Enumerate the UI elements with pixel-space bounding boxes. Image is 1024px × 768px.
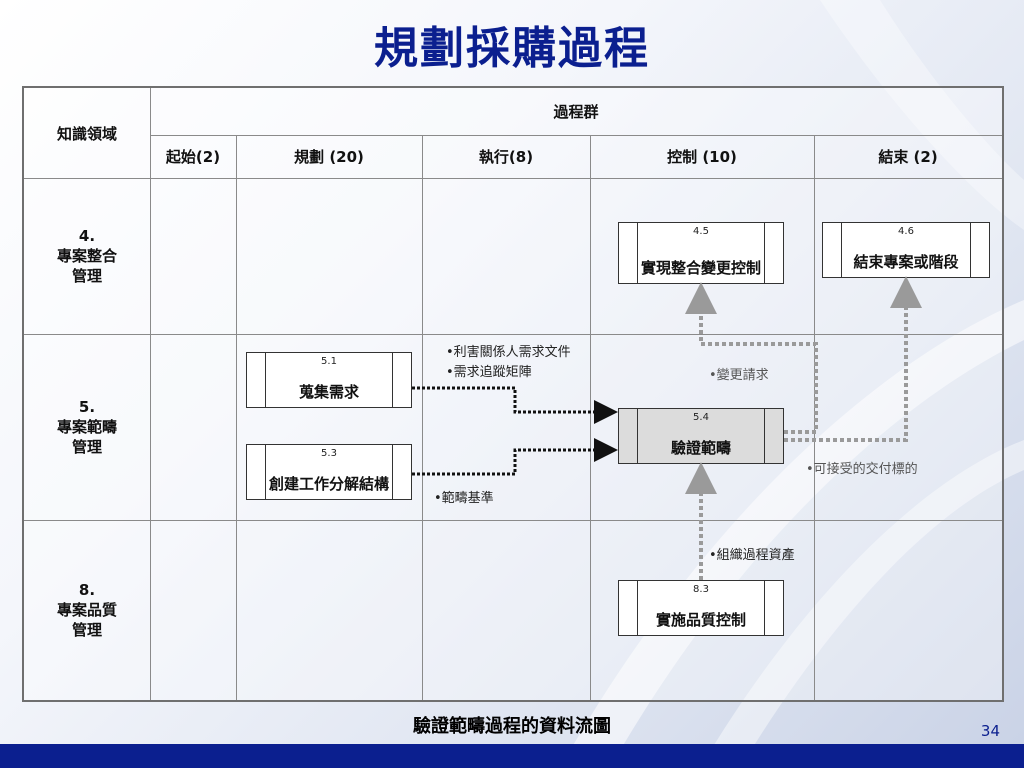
process-5-3[interactable]: 5.3 創建工作分解結構: [246, 444, 412, 500]
row-divider-1: [24, 334, 1002, 335]
page-title: 規劃採購過程: [374, 23, 650, 74]
process-number: 4.5: [693, 226, 709, 237]
footer-bar: [0, 744, 1024, 768]
process-name: 創建工作分解結構: [268, 475, 389, 493]
col-divider-1: [236, 135, 237, 700]
row-label-scope: 5. 專案範疇 管理: [24, 334, 150, 520]
col-divider-0: [150, 88, 151, 700]
col-header-planning: 規劃 (20): [294, 148, 364, 166]
process-name: 蒐集需求: [298, 383, 359, 401]
row-title-suffix: 管理: [71, 621, 102, 640]
row-divider-2: [24, 520, 1002, 521]
flow-label-org-assets: •組織過程資產: [709, 548, 795, 563]
flow-label-stakeholder-docs: •利害關係人需求文件: [446, 345, 571, 360]
row-title-suffix: 管理: [71, 267, 102, 286]
header-divider: [150, 135, 1002, 136]
col-divider-4: [814, 135, 815, 700]
col-divider-2: [422, 135, 423, 700]
header-bottom-line: [24, 178, 1002, 179]
row-title: 專案品質: [56, 600, 117, 619]
row-number: 8.: [78, 580, 96, 599]
process-5-4[interactable]: 5.4 驗證範疇: [618, 408, 784, 464]
process-name: 實施品質控制: [655, 611, 746, 629]
corner-header: 知識領域: [56, 124, 117, 143]
process-number: 5.1: [321, 356, 337, 367]
flow-label-trace-matrix: •需求追蹤矩陣: [446, 365, 532, 380]
process-table: 知識領域 過程群 起始(2) 規劃 (20) 執行(8) 控制 (10) 結束 …: [22, 86, 1004, 702]
flow-label-scope-baseline: •範疇基準: [434, 491, 494, 506]
row-label-quality: 8. 專案品質 管理: [24, 520, 150, 700]
process-4-6[interactable]: 4.6 結束專案或階段: [822, 222, 990, 278]
flow-label-change-requests: •變更請求: [709, 368, 769, 383]
process-4-5[interactable]: 4.5 實現整合變更控制: [618, 222, 784, 284]
col-header-closing: 結束 (2): [878, 148, 938, 166]
row-title-suffix: 管理: [71, 438, 102, 457]
row-number: 5.: [78, 397, 96, 416]
col-header-executing: 執行(8): [478, 148, 534, 166]
page-number: 34: [980, 722, 1000, 740]
col-header-initiating: 起始(2): [165, 148, 221, 166]
process-5-1[interactable]: 5.1 蒐集需求: [246, 352, 412, 408]
row-label-integration: 4. 專案整合 管理: [24, 178, 150, 334]
row-number: 4.: [78, 226, 96, 245]
flow-label-accepted-deliverables: •可接受的交付標的: [806, 462, 918, 477]
process-name: 驗證範疇: [670, 439, 731, 457]
process-number: 5.3: [321, 448, 337, 459]
group-header: 過程群: [553, 103, 599, 121]
process-number: 5.4: [693, 412, 709, 423]
process-number: 4.6: [898, 226, 914, 237]
process-name: 結束專案或階段: [853, 253, 959, 271]
process-name: 實現整合變更控制: [640, 259, 761, 277]
col-header-controlling: 控制 (10): [667, 148, 737, 166]
row-title: 專案範疇: [56, 417, 117, 436]
row-title: 專案整合: [56, 246, 117, 265]
process-8-3[interactable]: 8.3 實施品質控制: [618, 580, 784, 636]
figure-caption: 驗證範疇過程的資料流圖: [413, 716, 611, 737]
process-number: 8.3: [693, 584, 709, 595]
col-divider-3: [590, 135, 591, 700]
